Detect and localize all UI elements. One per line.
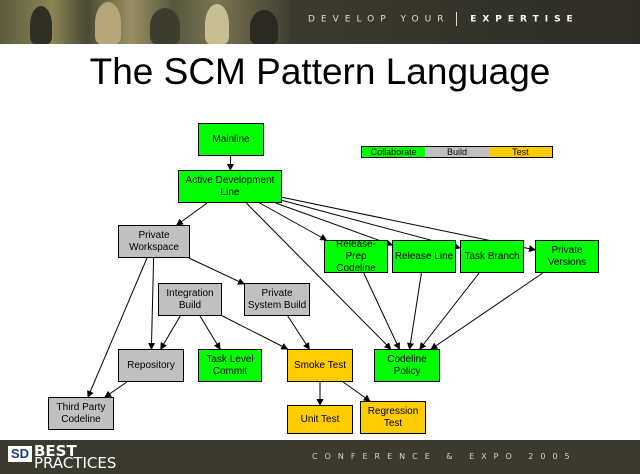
node-integration-build: Integration Build xyxy=(158,283,222,316)
node-third-party-codeline: Third Party Codeline xyxy=(48,397,114,430)
legend: Collaborate Build Test xyxy=(361,146,553,158)
edge-task_branch-to-codeline_policy xyxy=(419,272,480,350)
header-tagline: DEVELOP YOUR EXPERTISE xyxy=(308,12,579,26)
node-private-workspace: Private Workspace xyxy=(118,225,190,258)
photo-figure xyxy=(205,4,229,44)
edge-private_workspace-to-third_party_codeline xyxy=(87,257,148,398)
node-private-versions: Private Versions xyxy=(535,240,599,273)
node-codeline-policy: Codeline Policy xyxy=(374,349,440,382)
node-regression-test: Regression Test xyxy=(360,401,426,434)
logo-practices: PRACTICES xyxy=(34,454,117,472)
pattern-diagram: Mainline Active Development Line Private… xyxy=(0,100,640,440)
legend-test: Test xyxy=(488,147,552,157)
footer-event-text: CONFERENCE & EXPO 2005 xyxy=(312,452,577,461)
photo-figure xyxy=(30,6,52,44)
node-task-branch: Task Branch xyxy=(460,240,524,273)
edge-active_dev_line-to-release_line xyxy=(275,202,393,247)
edge-smoke_test-to-regression_test xyxy=(342,381,371,402)
edge-repository-to-third_party_codeline xyxy=(104,381,128,398)
legend-collaborate: Collaborate xyxy=(362,147,426,157)
tagline-part2: EXPERTISE xyxy=(470,14,579,25)
edge-private_system_build-to-smoke_test xyxy=(287,315,310,350)
photo-figure xyxy=(250,10,278,44)
edge-integration_build-to-task_level_commit xyxy=(199,315,221,350)
logo-best: BEST xyxy=(34,442,77,460)
edge-integration_build-to-repository xyxy=(160,315,181,350)
slide-title: The SCM Pattern Language xyxy=(89,51,551,92)
node-active-development-line: Active Development Line xyxy=(178,170,282,203)
header-tagline-area: DEVELOP YOUR EXPERTISE xyxy=(290,0,640,44)
diagram-edges xyxy=(87,155,544,406)
node-smoke-test: Smoke Test xyxy=(287,349,353,382)
edge-active_dev_line-to-private_workspace xyxy=(175,202,208,226)
node-release-line: Release Line xyxy=(392,240,456,273)
footer-banner: SD BEST PRACTICES CONFERENCE & EXPO 2005 xyxy=(0,440,640,474)
edge-private_versions-to-codeline_policy xyxy=(430,272,544,350)
node-task-level-commit: Task Level Commit xyxy=(198,349,262,382)
header-photo xyxy=(0,0,290,44)
node-mainline: Mainline xyxy=(198,123,264,156)
node-unit-test: Unit Test xyxy=(287,405,353,434)
photo-figure xyxy=(95,2,121,44)
logo-sd: SD xyxy=(8,446,32,462)
tagline-part1: DEVELOP YOUR xyxy=(308,14,450,25)
edge-release_line-to-codeline_policy xyxy=(407,272,422,350)
edge-active_dev_line-to-codeline_policy xyxy=(245,202,392,350)
edge-private_workspace-to-private_system_build xyxy=(188,257,245,285)
edge-integration_build-to-smoke_test xyxy=(221,315,289,350)
edge-private_workspace-to-repository xyxy=(148,257,156,350)
node-release-prep-codeline: Release-Prep Codeline xyxy=(324,240,388,273)
edge-release_prep_codeline-to-codeline_policy xyxy=(363,272,400,350)
node-private-system-build: Private System Build xyxy=(244,283,310,316)
legend-build: Build xyxy=(425,147,489,157)
edge-active_dev_line-to-release_prep_codeline xyxy=(259,202,328,241)
tagline-divider xyxy=(456,12,458,26)
photo-figure xyxy=(150,8,180,44)
header-banner: DEVELOP YOUR EXPERTISE xyxy=(0,0,640,44)
node-repository: Repository xyxy=(118,349,184,382)
